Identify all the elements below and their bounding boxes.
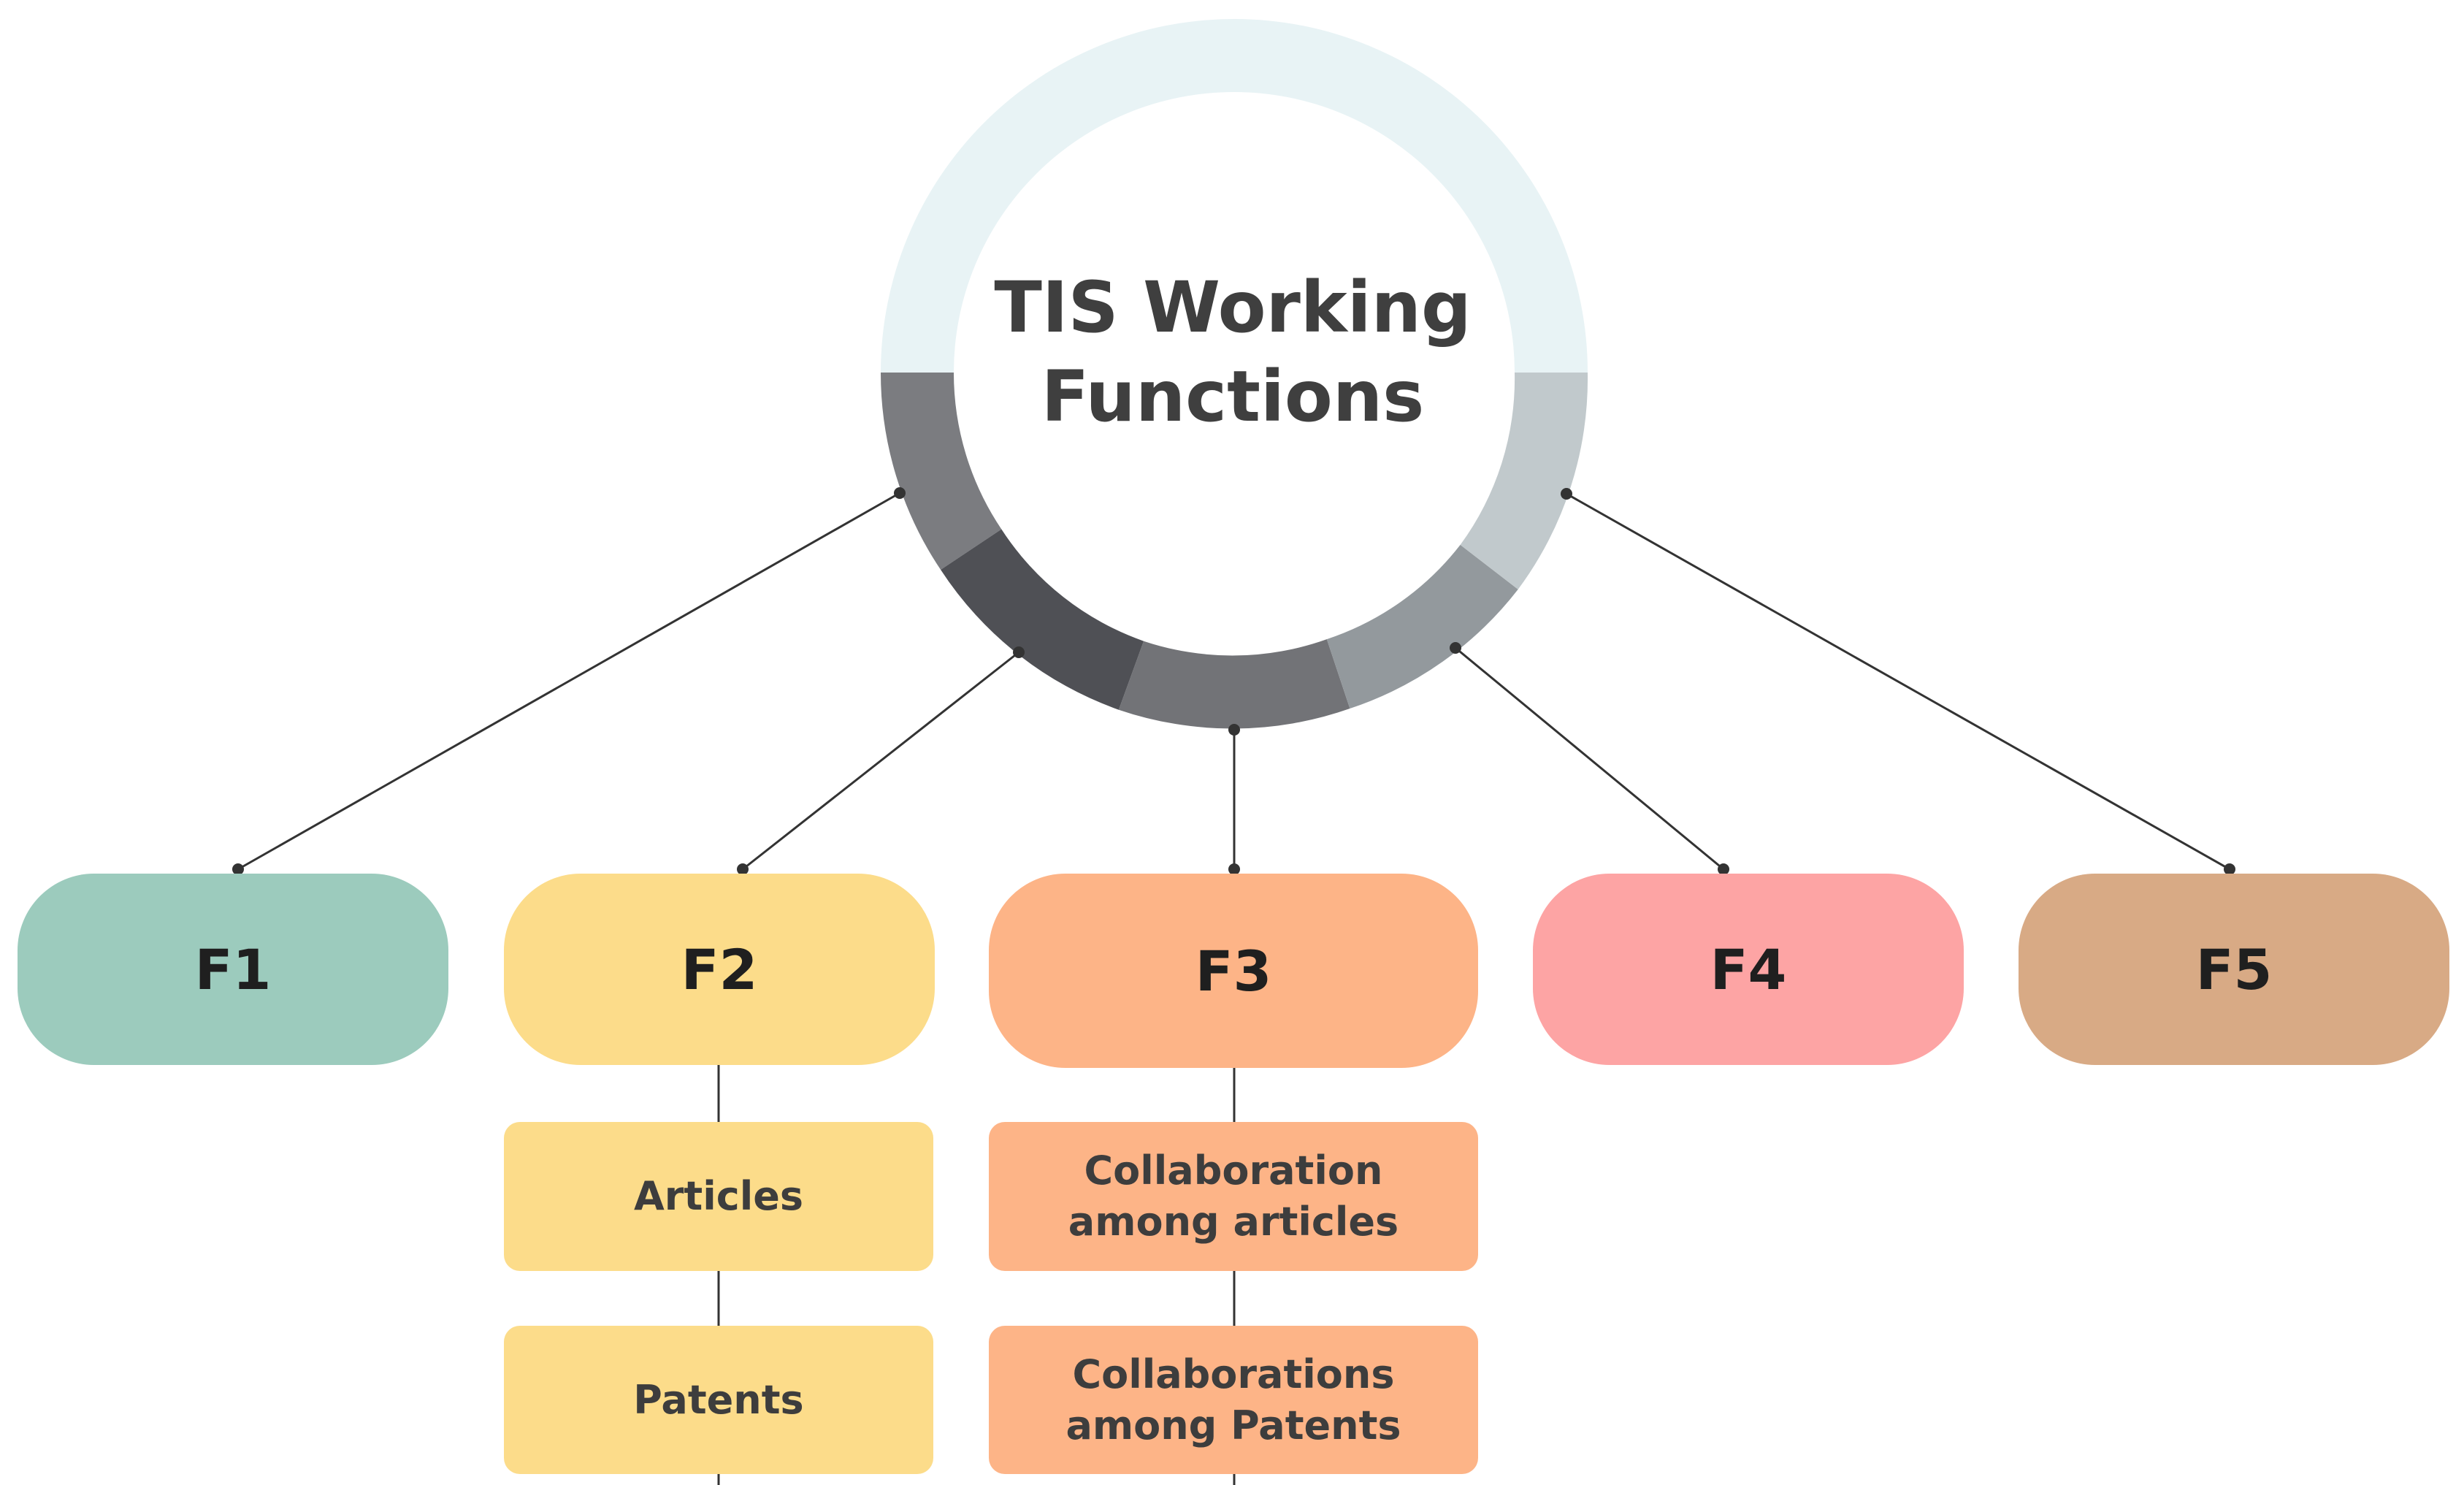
function-node-f1: F1 [18,874,448,1065]
connector-dots [232,487,2235,875]
function-node-f3: F3 [989,874,1478,1068]
center-title-line-2: Functions [1041,356,1425,438]
f2-item-patents: Patents [504,1326,933,1474]
connector-f1 [237,492,900,871]
connector-dot [1228,863,1240,875]
function-node-label: F1 [194,936,272,1002]
connector-dot [232,863,244,875]
function-node-label: F3 [1195,938,1272,1004]
connector-dot [1561,488,1572,500]
f2-item-label: Articles [633,1173,804,1219]
connector-f4 [1455,646,1724,871]
connector-f2 [742,651,1019,871]
f3-item-collaborations-among-patents: Collaborations among Patents [989,1326,1478,1474]
connector-dot [737,863,749,875]
connector-dot [1718,863,1729,875]
f2-item-articles: Articles [504,1122,933,1271]
center-title: TIS Working Functions [941,263,1525,441]
center-ring [880,19,1588,729]
function-node-label: F4 [1710,936,1787,1002]
ring-segment-4 [1326,544,1518,709]
connectors [237,492,2230,1485]
ring-top-arc [881,19,1588,373]
connector-dot [894,487,906,499]
f2-item-label: Patents [633,1376,804,1423]
function-node-f5: F5 [2019,874,2449,1065]
connector-dot [1013,646,1025,658]
f3-item-line-1: Collaboration [1084,1148,1383,1194]
f3-item-collaboration-among-articles: Collaboration among articles [989,1122,1478,1271]
connector-f5 [1566,492,2230,871]
f3-item-line-1: Collaborations [1072,1351,1395,1397]
ring-segment-3 [1118,639,1350,729]
f3-item-text: Collaborations among Patents [1065,1349,1401,1451]
f3-item-text: Collaboration among articles [1068,1145,1399,1248]
connector-dot [2224,863,2235,875]
function-node-label: F5 [2195,936,2273,1002]
ring-segment-2 [941,529,1144,710]
function-node-f4: F4 [1533,874,1964,1065]
connector-dot [1450,642,1461,654]
ring-segment-5 [1460,373,1588,589]
f3-item-line-2: among articles [1068,1199,1399,1245]
connector-dot [1228,724,1240,736]
function-node-f2: F2 [504,874,935,1065]
center-title-line-1: TIS Working [994,267,1472,348]
ring-segment-1 [880,373,1002,570]
f3-item-line-2: among Patents [1065,1402,1401,1448]
function-node-label: F2 [681,936,758,1002]
